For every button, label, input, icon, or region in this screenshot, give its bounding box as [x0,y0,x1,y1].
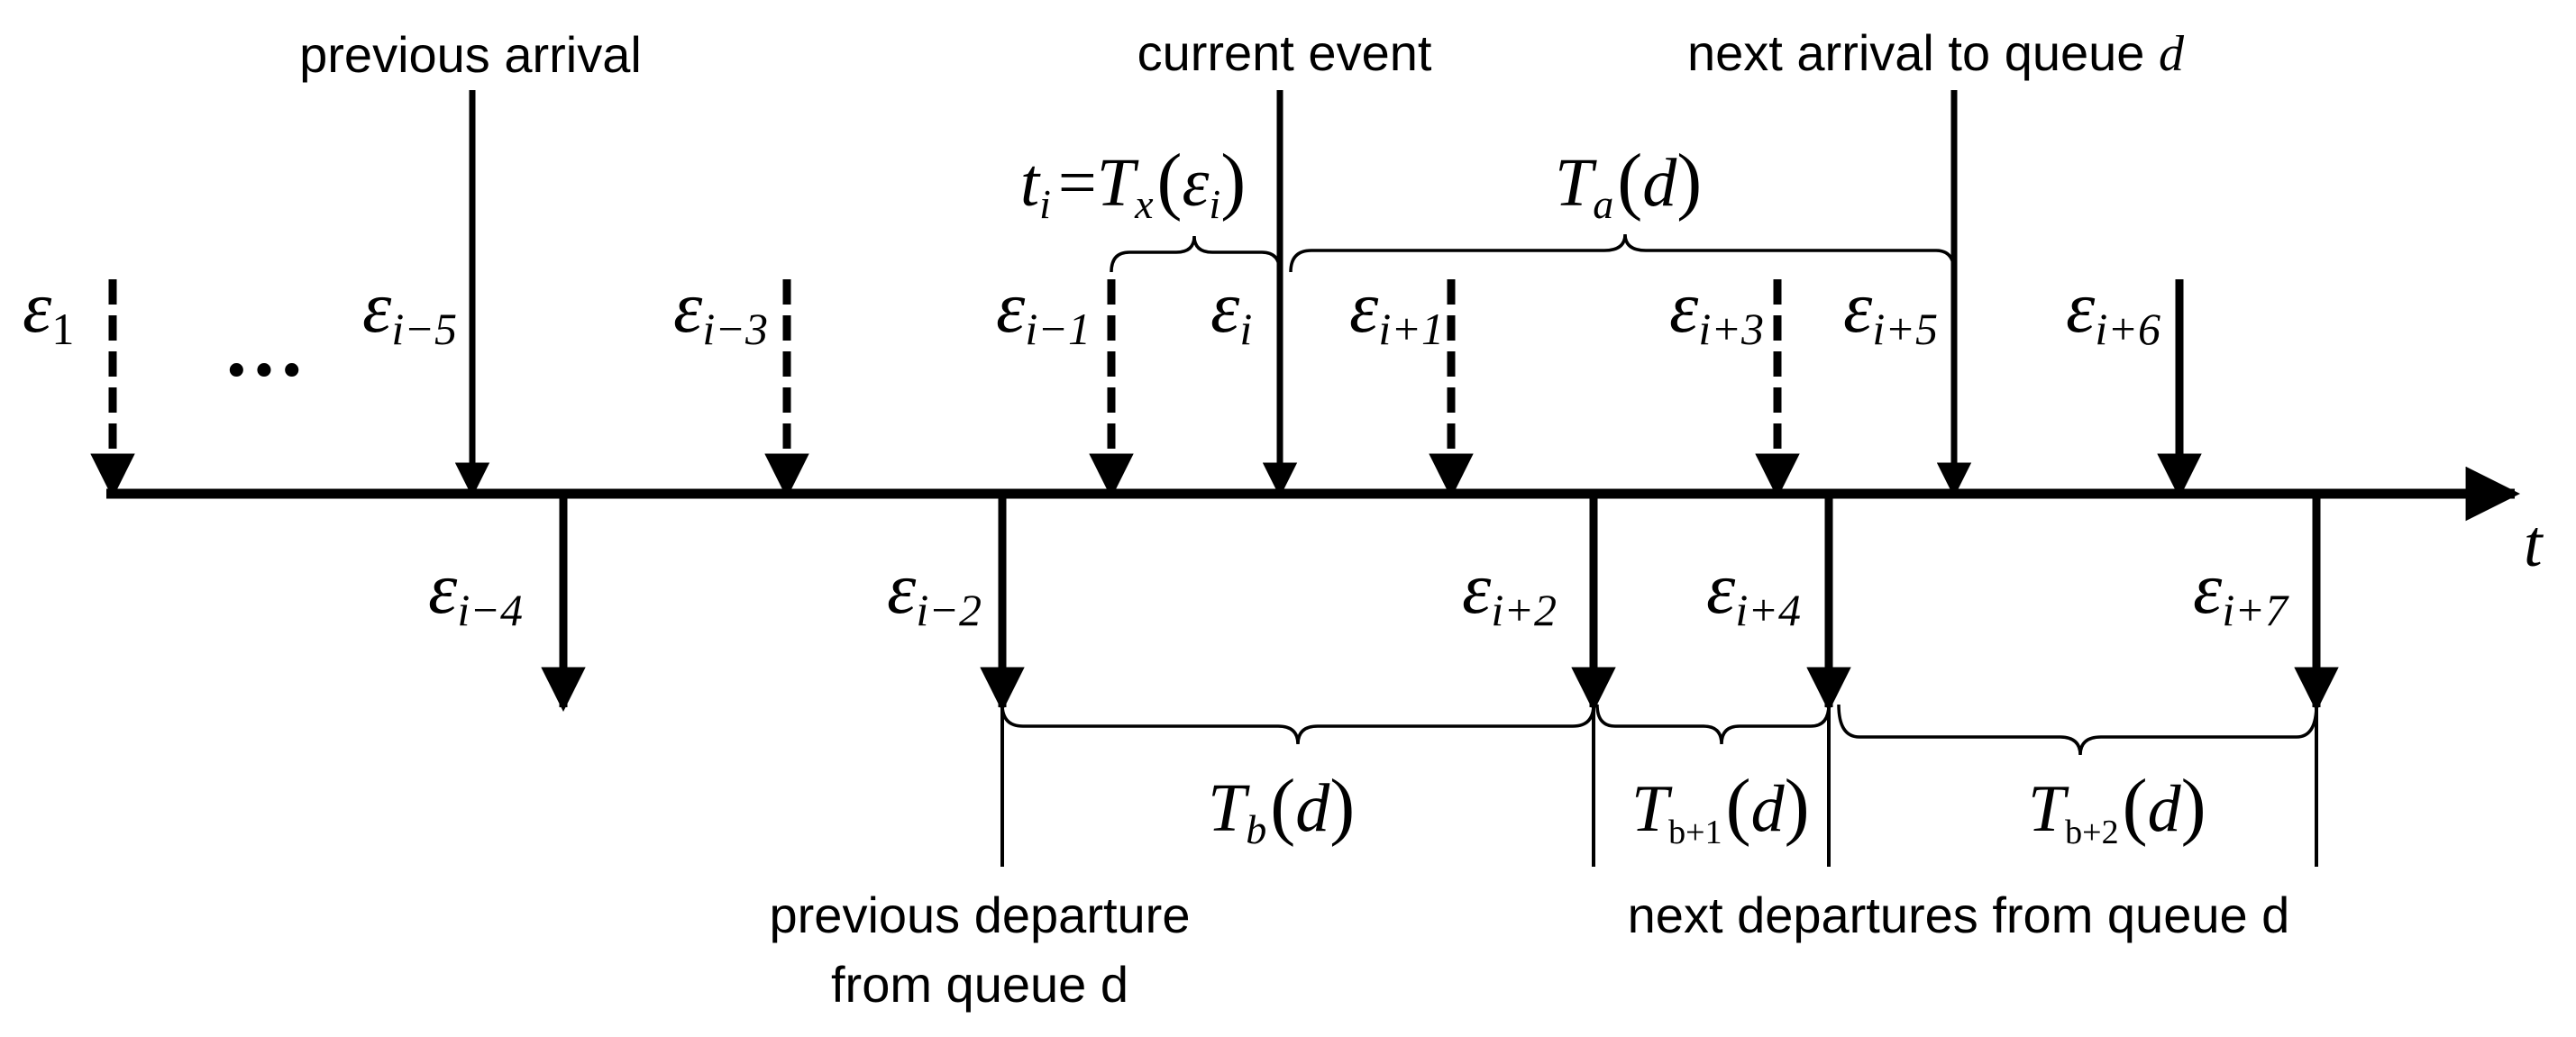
brace-tb1 [1595,704,1831,745]
event-label-e-i-plus-7: εi+7 [2193,547,2289,635]
label-previous-departure-line2: from queue d [831,956,1128,1013]
event-label-e-i-plus-2: εi+2 [1462,547,1557,635]
event-label-e-i-minus-4: εi−4 [428,547,523,635]
label-next-arrival-to-queue: next arrival to queue d [1687,24,2185,82]
event-label-e-i-minus-2: εi−2 [887,547,982,635]
label-next-departures: next departures from queue d [1628,887,2290,943]
event-label-e-i-minus-3: εi−3 [673,266,768,354]
time-axis-label: t [2524,507,2544,581]
interval-label-tb1: Tb+1(d) [1631,764,1810,851]
brace-ta [1289,233,1956,273]
interval-label-ta: Ta(d) [1555,139,1702,227]
brace-tb2 [1837,704,2318,756]
brace-tb [1000,704,1595,745]
ellipsis-glyph: ••• [223,345,306,399]
label-previous-arrival: previous arrival [299,26,642,83]
event-label-e-i-plus-4: εi+4 [1706,547,1801,635]
interval-label-tb: Tb(d) [1208,764,1355,852]
event-label-e-i-plus-6: εi+6 [2066,266,2160,354]
brace-tx [1110,235,1282,273]
event-label-e-i-plus-5: εi+5 [1843,266,1938,354]
interval-label-tb2: Tb+2(d) [2028,764,2206,851]
event-label-e-i-plus-1: εi+1 [1349,266,1444,354]
event-label-e-i-minus-5: εi−5 [362,266,457,354]
event-label-e1: ε1 [23,266,74,354]
interval-label-tx: ti=Tx(εi) [1020,139,1246,227]
event-label-e-i: εi [1210,266,1252,354]
event-label-e-i-minus-1: εi−1 [996,266,1091,354]
label-current-event: current event [1137,24,1432,81]
label-previous-departure-line1: previous departure [770,887,1191,943]
event-label-e-i-plus-3: εi+3 [1669,266,1764,354]
